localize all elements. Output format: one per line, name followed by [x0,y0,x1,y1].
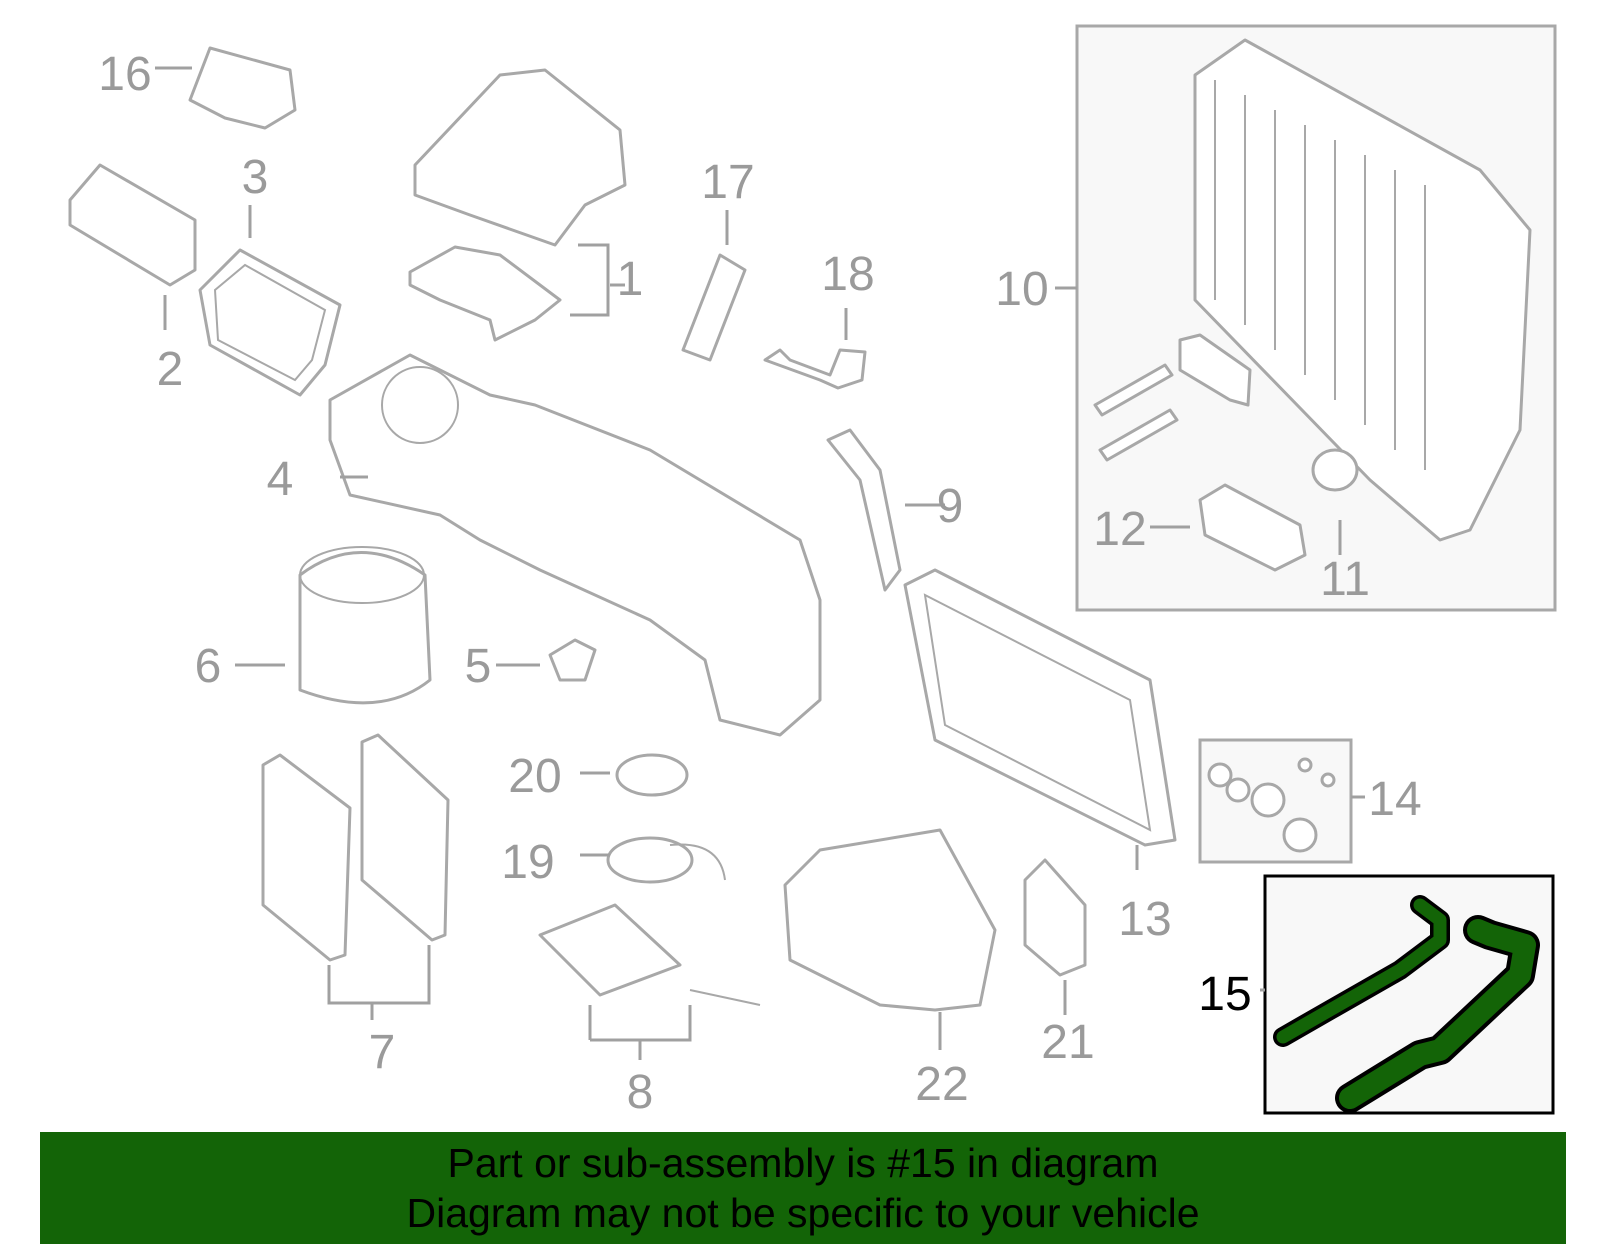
callout-2[interactable]: 2 [157,343,184,396]
part-15-heater-hoses[interactable] [1273,895,1540,1113]
callout-7[interactable]: 7 [369,1026,396,1079]
part-18-sensor-wire[interactable] [763,348,867,390]
callout-6[interactable]: 6 [195,640,222,693]
part-21-panel[interactable] [1023,858,1087,977]
notice-banner: Part or sub-assembly is #15 in diagram D… [40,1132,1566,1244]
part-17-bracket[interactable] [681,253,747,362]
banner-line-2: Diagram may not be specific to your vehi… [406,1190,1200,1236]
part-11-o-ring[interactable] [1311,448,1359,492]
part-10-bolt-a[interactable] [1093,363,1174,417]
part-7-filter-b[interactable] [360,733,450,942]
callout-5[interactable]: 5 [465,640,492,693]
callout-20[interactable]: 20 [508,750,561,803]
callout-16[interactable]: 16 [98,48,151,101]
callout-1[interactable]: 1 [617,253,644,306]
part-5-clip[interactable] [548,638,597,682]
part-2-filter-housing[interactable] [68,163,197,287]
part-9-seal-strip[interactable] [826,428,902,592]
part-4-hvac-case[interactable] [328,353,822,737]
part-10-bolt-b[interactable] [1098,408,1179,462]
callout-17[interactable]: 17 [701,156,754,209]
callout-19[interactable]: 19 [501,836,554,889]
part-6-blower-motor[interactable] [298,551,432,705]
callout-13[interactable]: 13 [1118,893,1171,946]
part-16-sensor[interactable] [188,46,297,130]
part-1-duct-lower[interactable] [408,245,562,342]
callout-14[interactable]: 14 [1368,773,1421,826]
part-20-grommet[interactable] [615,753,689,797]
callout-12[interactable]: 12 [1093,503,1146,556]
callout-8[interactable]: 8 [627,1066,654,1119]
part-1-duct-upper[interactable] [413,68,627,247]
leader-lines [155,66,1365,1060]
part-10-clip[interactable] [1178,333,1252,407]
callout-10[interactable]: 10 [995,263,1048,316]
part-12-expansion-valve[interactable] [1198,483,1307,572]
callout-3[interactable]: 3 [242,151,269,204]
callout-11[interactable]: 11 [1320,553,1370,606]
part-8-cover[interactable] [538,903,682,997]
part-13-heater-core[interactable] [903,568,1177,847]
callout-15[interactable]: 15 [1198,968,1251,1021]
part-3-gasket[interactable] [198,248,342,397]
part-14-seal-kit[interactable] [1207,757,1336,853]
part-19-grommet-wire[interactable] [606,836,694,884]
callout-9[interactable]: 9 [937,480,964,533]
callout-18[interactable]: 18 [821,248,874,301]
callout-4[interactable]: 4 [267,453,294,506]
banner-line-1: Part or sub-assembly is #15 in diagram [447,1140,1159,1186]
part-10-evaporator[interactable] [1193,38,1532,542]
part-22-distribution-box[interactable] [783,828,997,1012]
part-7-filter-a[interactable] [261,753,352,962]
callout-21[interactable]: 21 [1041,1016,1094,1069]
callout-22[interactable]: 22 [915,1058,968,1111]
